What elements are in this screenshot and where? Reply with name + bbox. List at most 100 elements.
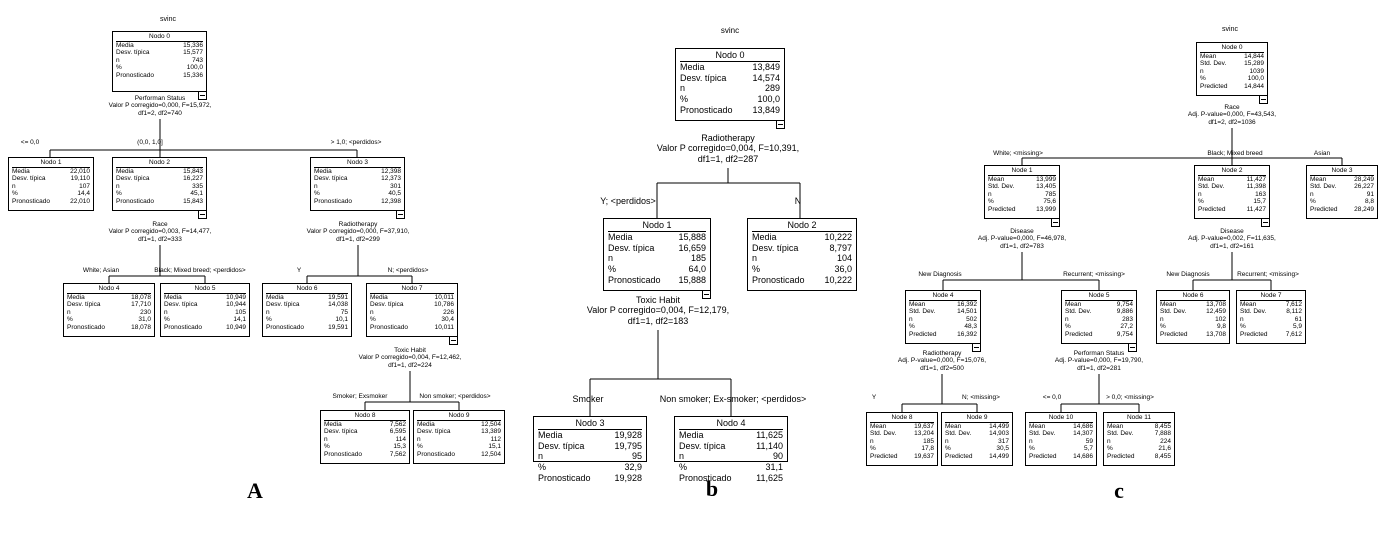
stat-value: 9,754 [1116,300,1133,308]
branch-label: Smoker [572,394,604,404]
stat-label: Desv. típica [370,301,404,309]
stat-value: 283 [1122,315,1133,323]
collapse-toggle-icon[interactable] [198,91,207,100]
node-stat-row: Std. Dev.8,112 [1240,308,1302,316]
stat-label: % [608,264,617,275]
stat-label: % [680,94,689,105]
split-variable: Performan Status [134,95,186,102]
node-stat-row: %15,7 [1198,198,1266,206]
stat-label: Predicted [1029,452,1057,460]
collapse-toggle-icon[interactable] [449,336,458,345]
collapse-toggle-icon[interactable] [1051,218,1060,227]
stat-value: 14,686 [1073,422,1093,430]
node-stat-row: Std. Dev.7,888 [1107,430,1171,438]
split-statistic: Adj. P-value=0,000, F=15,076, [897,357,987,365]
stat-value: 15,3 [393,443,406,451]
stat-label: % [1029,445,1035,453]
stat-value: 15,336 [183,41,203,49]
collapse-toggle-icon[interactable] [702,290,711,299]
node-stat-row: %27,2 [1065,323,1133,331]
stat-label: % [679,462,688,473]
stat-value: 19,928 [614,429,642,440]
stat-value: 224 [1160,437,1171,445]
branch-label: > 1,0; <perdidos> [330,139,382,146]
stat-label: n [164,308,168,316]
stat-label: Desv. típica [314,175,348,183]
stat-value: 100,0 [186,64,203,72]
node-title: Nodo 4 [98,285,120,292]
stat-label: Media [116,167,134,175]
stat-label: Media [417,420,435,428]
stat-value: 31,0 [138,316,151,324]
stat-label: % [870,445,876,453]
collapse-toggle-icon[interactable] [1259,95,1268,104]
collapse-toggle-icon[interactable] [972,343,981,352]
stat-label: n [538,451,544,462]
stat-value: 11,398 [1246,183,1266,191]
stat-label: n [1107,437,1111,445]
collapse-toggle-icon[interactable] [1128,343,1137,352]
stat-label: Media [679,429,704,440]
stat-label: Media [370,293,388,301]
stat-value: 10,222 [824,274,852,285]
collapse-toggle-icon[interactable] [776,120,785,129]
node-stat-row: n 224 [1107,438,1171,446]
stat-label: Pronosticado [679,472,732,483]
node-title: Nodo 5 [194,285,216,292]
stat-value: 785 [1045,190,1056,198]
stat-value: 12,373 [381,175,401,183]
stat-value: 185 [690,253,706,264]
stat-label: Desv. típica [116,49,150,57]
stat-value: 6,595 [389,428,406,436]
stat-label: % [324,443,330,451]
stat-value: 5,7 [1083,445,1093,453]
collapse-toggle-icon[interactable] [198,210,207,219]
split-statistic: Valor P corregido=0,000, F=15,972, [108,102,212,110]
node-title: Nodo 2 [149,159,170,166]
stat-label: n [1240,315,1244,323]
stat-label: Mean [1065,300,1082,308]
stat-label: n [417,435,421,443]
stat-label: Pronosticado [370,323,408,331]
stat-value: 114 [395,435,406,443]
node-stat-row: %9,8 [1160,323,1226,331]
collapse-toggle-icon[interactable] [1261,218,1270,227]
node-stat-row: %10,1 [266,316,348,324]
node-stat-row: % 100,0 [680,94,780,105]
stat-label: Desv. típica [67,301,101,309]
node-title: Nodo 0 [715,50,745,60]
stat-label: % [1310,198,1316,206]
stat-value: 13,389 [481,428,501,436]
stat-value: 9,754 [1116,330,1133,338]
stat-value: 17,8 [921,445,934,453]
stat-label: n [870,437,874,445]
node-title: Nodo 2 [787,220,817,230]
stat-value: 104 [836,253,852,264]
stat-value: 19,591 [328,293,348,301]
stat-value: 100,0 [757,94,780,105]
collapse-toggle-icon[interactable] [396,210,405,219]
stat-label: n [909,315,913,323]
stat-value: 59 [1085,437,1093,445]
